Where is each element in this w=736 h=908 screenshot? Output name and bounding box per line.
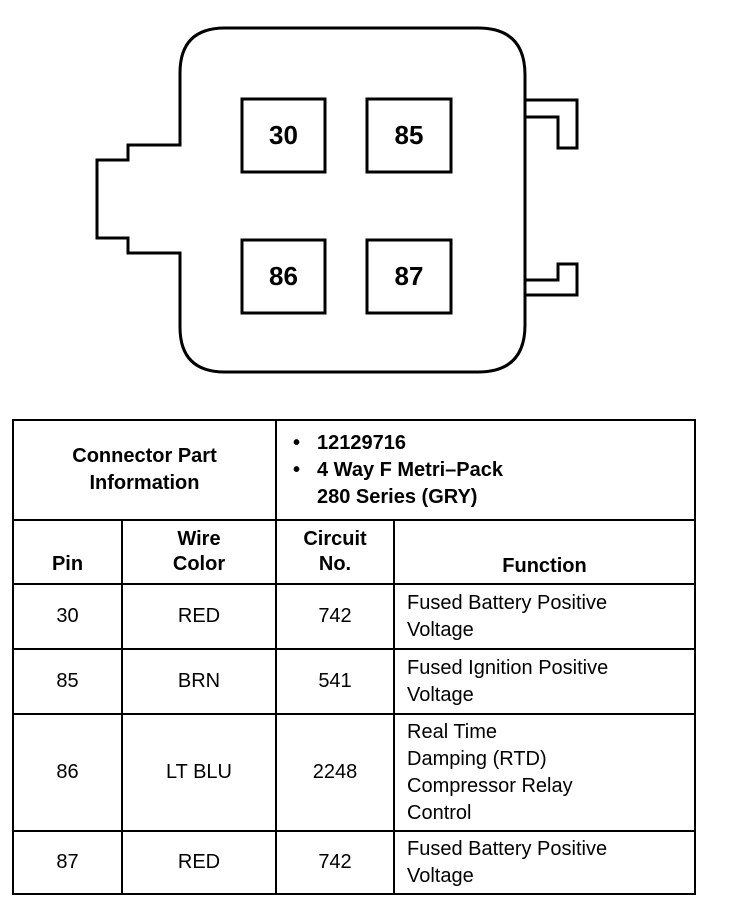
circuit-cell: 742 (275, 583, 395, 650)
wire-color-column-header: Wire Color (121, 519, 277, 585)
part-info-row: Connector Part Information 12129716 4 Wa… (12, 419, 697, 521)
function-column-header: Function (392, 519, 697, 585)
column-header-row: Pin Wire Color Circuit No. Function (12, 519, 697, 585)
header-text: Function (502, 555, 587, 577)
pin-column-header: Pin (12, 519, 123, 585)
table-row: 86 LT BLU 2248 Real Time Damping (RTD) C… (12, 713, 697, 832)
connector-face-diagram: 30 85 86 87 (95, 26, 579, 374)
function-line: Voltage (407, 683, 474, 706)
part-info-list: 12129716 4 Way F Metri–Pack 280 Series (… (274, 419, 697, 521)
pin-label-30: 30 (269, 120, 298, 150)
pin-cell: 86 (12, 713, 123, 832)
pin-cell: 87 (12, 830, 123, 895)
table-row: 30 RED 742 Fused Battery Positive Voltag… (12, 583, 697, 650)
wire-color-cell: LT BLU (121, 713, 277, 832)
pin-cavity-85: 85 (365, 97, 453, 174)
pin-cavity-86: 86 (240, 238, 327, 315)
connector-pinout-table: Connector Part Information 12129716 4 Wa… (12, 419, 697, 895)
function-line: Fused Battery Positive (407, 591, 608, 614)
part-info-label-line: Connector Part (72, 445, 217, 467)
circuit-cell: 742 (275, 830, 395, 895)
pin-label-85: 85 (395, 120, 424, 150)
connector-housing-outline (95, 26, 527, 374)
part-info-item: 12129716 (293, 430, 694, 457)
pin-cavity-87: 87 (365, 238, 453, 315)
table-row: 85 BRN 541 Fused Ignition Positive Volta… (12, 648, 697, 715)
wire-color-cell: BRN (121, 648, 277, 715)
function-line: Damping (RTD) (407, 747, 547, 770)
header-text: Pin (51, 553, 84, 575)
function-line: Voltage (407, 864, 474, 887)
circuit-cell: 2248 (275, 713, 395, 832)
function-line: Control (407, 801, 472, 824)
header-text: Circuit (303, 528, 367, 550)
function-cell: Fused Battery Positive Voltage (392, 830, 697, 895)
circuit-column-header: Circuit No. (275, 519, 395, 585)
pin-label-86: 86 (269, 261, 298, 291)
circuit-cell: 541 (275, 648, 395, 715)
header-text: No. (318, 553, 352, 575)
pin-cell: 30 (12, 583, 123, 650)
pin-cavity-30: 30 (240, 97, 327, 174)
function-cell: Real Time Damping (RTD) Compressor Relay… (392, 713, 697, 832)
pin-cell: 85 (12, 648, 123, 715)
header-text: Color (172, 553, 226, 575)
connector-type: 4 Way F Metri–Pack (317, 458, 504, 481)
function-line: Fused Battery Positive (407, 837, 608, 860)
pin-label-87: 87 (395, 261, 424, 291)
wire-color-cell: RED (121, 830, 277, 895)
function-line: Fused Ignition Positive (407, 656, 609, 679)
header-text: Wire (177, 528, 221, 550)
part-number: 12129716 (317, 431, 406, 454)
table-row: 87 RED 742 Fused Battery Positive Voltag… (12, 830, 697, 895)
part-info-label: Connector Part Information (12, 419, 277, 521)
part-info-label-line: Information (89, 472, 200, 494)
function-cell: Fused Battery Positive Voltage (392, 583, 697, 650)
function-line: Compressor Relay (407, 774, 573, 797)
function-cell: Fused Ignition Positive Voltage (392, 648, 697, 715)
function-line: Real Time (407, 720, 498, 743)
connector-latch-tab-upper (525, 98, 579, 150)
connector-latch-tab-lower (525, 262, 579, 297)
wire-color-cell: RED (121, 583, 277, 650)
connector-series: 280 Series (GRY) (317, 485, 478, 508)
function-line: Voltage (407, 618, 474, 641)
part-info-item: 4 Way F Metri–Pack 280 Series (GRY) (293, 457, 694, 511)
